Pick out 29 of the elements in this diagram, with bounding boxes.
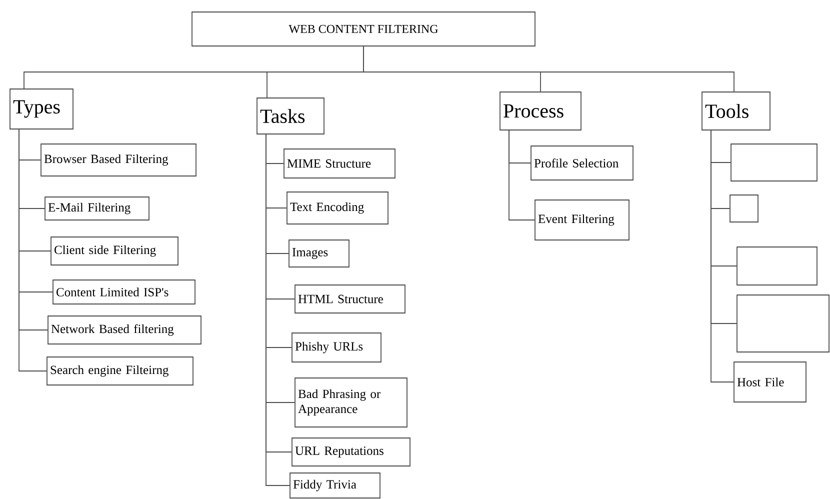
empty-box xyxy=(736,294,830,352)
item-box: Host File xyxy=(734,362,806,402)
item-box: Network Based filtering xyxy=(48,316,202,344)
connector-line xyxy=(710,130,734,382)
title-box: WEB CONTENT FILTERING xyxy=(192,12,536,46)
item-box: Images xyxy=(288,240,350,268)
item-box: Browser Based Filtering xyxy=(40,144,196,176)
item-box: Content Limited ISP's xyxy=(52,280,196,304)
category-box: Tools xyxy=(702,92,770,130)
item-box: Phishy URLs xyxy=(292,332,382,362)
empty-box xyxy=(736,246,818,286)
item-box: URL Reputations xyxy=(292,438,410,466)
category-box: Process xyxy=(500,92,582,130)
item-box: Fiddy Trivia xyxy=(290,472,380,498)
item-box: E-Mail Filtering xyxy=(44,196,150,220)
item-box: Bad Phrasing or Appearance xyxy=(294,378,408,428)
item-box: Client side Filtering xyxy=(50,236,178,266)
empty-box xyxy=(730,194,758,222)
category-box: Types xyxy=(10,88,74,130)
item-box: Text Encoding xyxy=(286,192,388,224)
item-box: Profile Selection xyxy=(530,146,634,180)
connector-line xyxy=(18,128,47,372)
item-box: MIME Structure xyxy=(284,148,396,178)
item-box: Event Filtering xyxy=(534,200,630,240)
empty-box xyxy=(730,144,818,182)
item-box: Search engine Filteirng xyxy=(46,356,194,386)
category-box: Tasks xyxy=(256,98,324,134)
connector-line xyxy=(508,130,535,220)
item-box: HTML Structure xyxy=(294,284,406,314)
